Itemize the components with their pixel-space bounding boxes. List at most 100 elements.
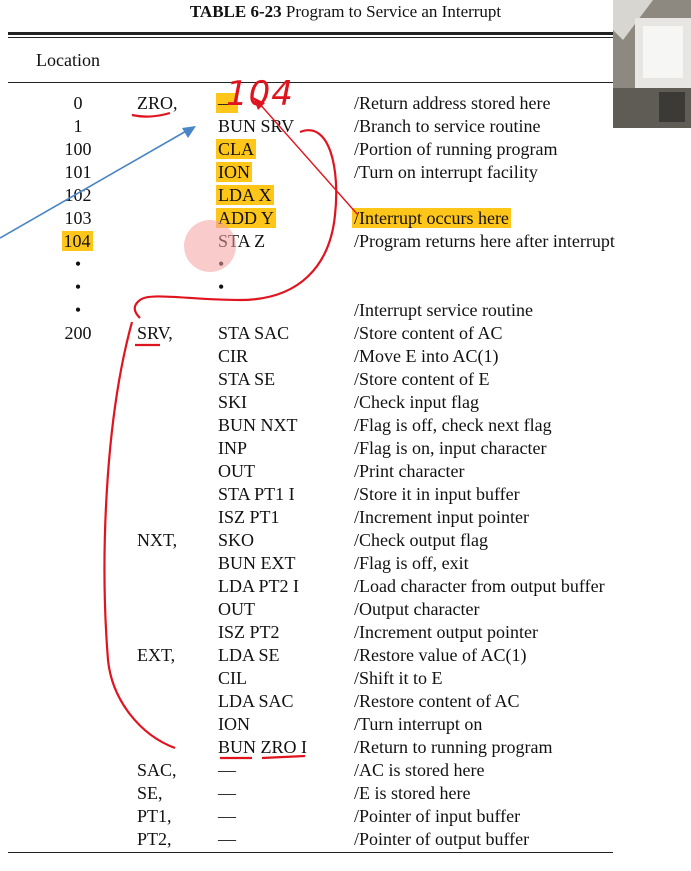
row-label-text: PT1, bbox=[137, 806, 172, 826]
row-instruction-text: LDA SE bbox=[218, 645, 280, 665]
row-comment-text: /Store content of AC bbox=[354, 323, 503, 343]
row-comment: /Check input flag bbox=[354, 391, 479, 414]
row-instruction: BUN EXT bbox=[218, 552, 296, 575]
row-comment-text: /Increment output pointer bbox=[354, 622, 538, 642]
row-location: 100 bbox=[48, 138, 108, 161]
row-instruction: — bbox=[218, 759, 236, 782]
row-comment-text: /Restore content of AC bbox=[354, 691, 520, 711]
row-label-text: SAC, bbox=[137, 760, 177, 780]
row-instruction: LDA SAC bbox=[218, 690, 294, 713]
row-instruction: OUT bbox=[218, 460, 255, 483]
row-instruction-text: — bbox=[216, 93, 238, 113]
row-instruction-text: ION bbox=[216, 162, 252, 182]
row-comment: /Restore content of AC bbox=[354, 690, 519, 713]
row-instruction: CIL bbox=[218, 667, 247, 690]
row-instruction: INP bbox=[218, 437, 247, 460]
row-comment: /Store content of E bbox=[354, 368, 489, 391]
row-instruction: CLA bbox=[216, 138, 256, 161]
row-comment: /Pointer of input buffer bbox=[354, 805, 520, 828]
row-comment-text: /Check output flag bbox=[354, 530, 488, 550]
header-rule bbox=[8, 82, 613, 83]
row-comment-text: /E is stored here bbox=[354, 783, 471, 803]
row-instruction: ION bbox=[216, 161, 252, 184]
row-label: PT1, bbox=[137, 805, 172, 828]
row-comment: /Move E into AC(1) bbox=[354, 345, 499, 368]
row-instruction: STA PT1 I bbox=[218, 483, 295, 506]
row-comment: /Turn interrupt on bbox=[354, 713, 482, 736]
row-comment-text: /Portion of running program bbox=[354, 139, 558, 159]
row-location: 200 bbox=[48, 322, 108, 345]
row-instruction: BUN SRV bbox=[218, 115, 294, 138]
row-comment-text: /Flag is off, check next flag bbox=[354, 415, 552, 435]
header-location: Location bbox=[36, 50, 100, 70]
row-instruction-text: • bbox=[218, 277, 225, 297]
row-instruction-text: SKO bbox=[218, 530, 255, 550]
row-comment: /Restore value of AC(1) bbox=[354, 644, 526, 667]
row-comment-text: /Program returns here after interrupt bbox=[354, 231, 615, 251]
row-instruction-text: — bbox=[218, 760, 236, 780]
row-instruction-text: BUN EXT bbox=[218, 553, 296, 573]
row-location: 101 bbox=[48, 161, 108, 184]
row-comment-text: /Interrupt service routine bbox=[354, 300, 533, 320]
row-location: • bbox=[48, 253, 108, 276]
row-instruction-text: STA Z bbox=[218, 231, 266, 251]
row-label: NXT, bbox=[137, 529, 177, 552]
row-comment-text: /Shift it to E bbox=[354, 668, 443, 688]
row-location-text: • bbox=[74, 254, 82, 274]
row-location: 1 bbox=[48, 115, 108, 138]
row-instruction-text: ION bbox=[218, 714, 250, 734]
handwritten-104: 104 bbox=[226, 74, 294, 114]
row-instruction: — bbox=[216, 92, 238, 115]
row-location-text: 102 bbox=[64, 185, 92, 205]
row-comment: /AC is stored here bbox=[354, 759, 484, 782]
row-instruction-text: STA SE bbox=[218, 369, 276, 389]
row-instruction: STA Z bbox=[218, 230, 265, 253]
row-comment-text: /Return address stored here bbox=[354, 93, 551, 113]
row-instruction: LDA SE bbox=[218, 644, 280, 667]
row-instruction-text: • bbox=[218, 254, 225, 274]
row-instruction: STA SE bbox=[218, 368, 275, 391]
row-location-text: 100 bbox=[64, 139, 92, 159]
row-instruction-text: CIL bbox=[218, 668, 247, 688]
row-instruction: — bbox=[218, 805, 236, 828]
row-instruction-text: STA SAC bbox=[218, 323, 290, 343]
row-comment-text: /Flag is off, exit bbox=[354, 553, 469, 573]
row-comment-text: /Store it in input buffer bbox=[354, 484, 520, 504]
table-title: Program to Service an Interrupt bbox=[285, 2, 502, 21]
row-instruction-text: BUN NXT bbox=[218, 415, 298, 435]
row-comment: /Shift it to E bbox=[354, 667, 443, 690]
row-label: SRV, bbox=[137, 322, 173, 345]
row-instruction: SKI bbox=[218, 391, 247, 414]
row-location-text: 0 bbox=[73, 93, 83, 113]
row-instruction-text: OUT bbox=[218, 599, 255, 619]
row-instruction-text: LDA SAC bbox=[218, 691, 294, 711]
row-instruction-text: CIR bbox=[218, 346, 249, 366]
row-instruction-text: BUN ZRO I bbox=[218, 737, 307, 757]
page-title: TABLE 6-23 Program to Service an Interru… bbox=[0, 2, 691, 22]
row-comment: /Return to running program bbox=[354, 736, 552, 759]
row-comment: /Flag is off, exit bbox=[354, 552, 469, 575]
row-instruction: CIR bbox=[218, 345, 248, 368]
row-instruction-text: LDA X bbox=[216, 185, 274, 205]
row-instruction: BUN ZRO I bbox=[218, 736, 307, 759]
row-comment-text: /Move E into AC(1) bbox=[354, 346, 499, 366]
row-location-text: 200 bbox=[64, 323, 92, 343]
row-location: • bbox=[48, 299, 108, 322]
row-comment: /Interrupt service routine bbox=[354, 299, 533, 322]
row-instruction-text: ISZ PT2 bbox=[218, 622, 280, 642]
row-comment-text: /Turn on interrupt facility bbox=[354, 162, 538, 182]
row-comment: /Portion of running program bbox=[354, 138, 557, 161]
row-label: SAC, bbox=[137, 759, 177, 782]
row-label: ZRO, bbox=[137, 92, 178, 115]
row-location: • bbox=[48, 276, 108, 299]
row-comment: /Branch to service routine bbox=[354, 115, 540, 138]
row-instruction-text: SKI bbox=[218, 392, 248, 412]
row-instruction: SKO bbox=[218, 529, 254, 552]
row-comment-text: /Flag is on, input character bbox=[354, 438, 547, 458]
row-comment: /Return address stored here bbox=[354, 92, 550, 115]
row-location-text: • bbox=[74, 277, 82, 297]
row-instruction-text: INP bbox=[218, 438, 248, 458]
row-comment: /Interrupt occurs here bbox=[352, 207, 511, 230]
row-comment-text: /Output character bbox=[354, 599, 480, 619]
row-comment-text: /Return to running program bbox=[354, 737, 553, 757]
